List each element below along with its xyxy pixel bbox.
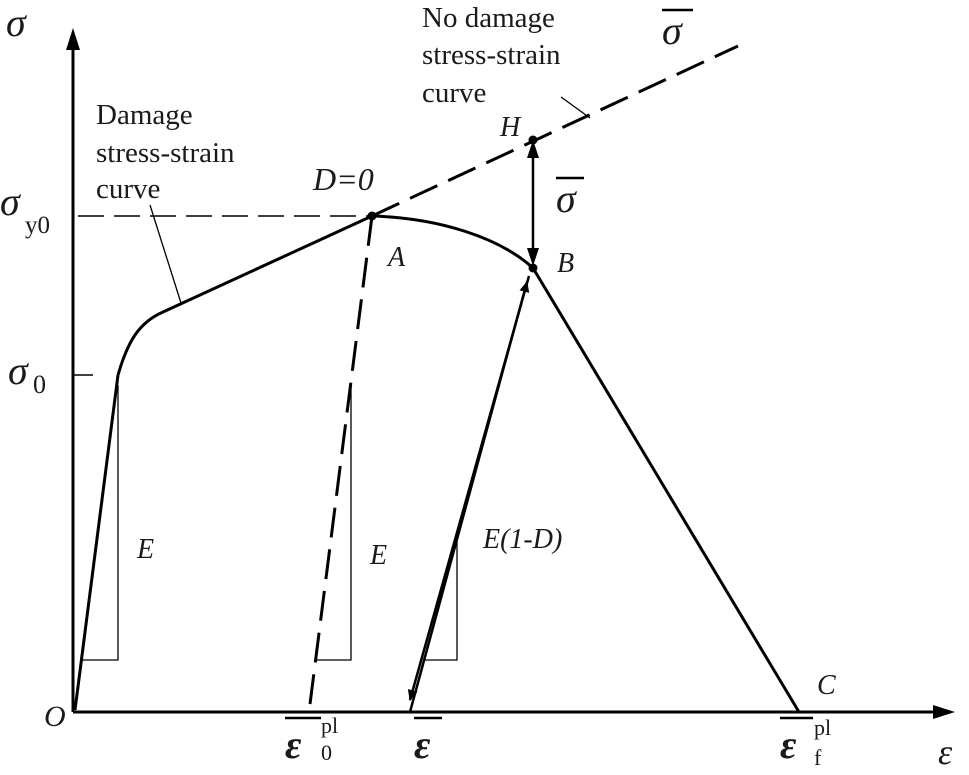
point-B-label: B bbox=[557, 248, 574, 279]
sigma-bar-top-label: σ bbox=[662, 8, 683, 53]
slope-label-2: E bbox=[369, 540, 387, 571]
sigma-0-label: σ bbox=[8, 348, 29, 393]
elastic-unloading-line bbox=[307, 215, 374, 713]
damage-curve-label-line3: curve bbox=[96, 173, 160, 205]
effective-stress-arrow-bottom bbox=[527, 248, 539, 266]
softening-line bbox=[531, 267, 801, 713]
slope-label-1: E bbox=[136, 534, 154, 565]
damage-curve-label-line2: stress-strain bbox=[96, 137, 235, 169]
epsbar-label: ε bbox=[414, 722, 431, 767]
point-C-label: C bbox=[817, 670, 836, 701]
origin-label: O bbox=[44, 700, 66, 733]
no-damage-label-line1: No damage bbox=[422, 2, 555, 34]
point-H-label: H bbox=[499, 112, 522, 143]
point-B-dot bbox=[528, 263, 538, 273]
sigma-y0-label: σ bbox=[0, 179, 21, 224]
no-damage-curve-leader bbox=[560, 96, 591, 119]
point-H-dot bbox=[528, 135, 538, 145]
epsf-subscript: f bbox=[814, 745, 822, 770]
d-zero-label: D=0 bbox=[312, 161, 374, 197]
point-A-label: A bbox=[386, 242, 406, 273]
slope-triangle-1 bbox=[82, 385, 119, 661]
damage-curve-label-line1: Damage bbox=[96, 99, 193, 131]
eps0-subscript: 0 bbox=[321, 740, 332, 765]
epsf-superscript: pl bbox=[814, 715, 831, 740]
eps0-superscript: pl bbox=[321, 713, 338, 738]
damage-curve-A-to-B bbox=[371, 214, 535, 270]
slope-triangle-3 bbox=[424, 538, 458, 661]
sigma-y0-subscript: y0 bbox=[25, 212, 50, 239]
sigma-bar-mid-label: σ bbox=[556, 176, 577, 221]
effective-stress-arrow-top bbox=[527, 140, 539, 158]
no-damage-label-line2: stress-strain bbox=[422, 39, 561, 71]
slope-triangle-2 bbox=[316, 385, 352, 661]
x-axis-label: ε bbox=[938, 732, 953, 772]
x-axis-arrowhead bbox=[933, 705, 955, 719]
damage-curve-leader bbox=[149, 204, 182, 304]
point-A-dot bbox=[367, 211, 377, 221]
linear-hardening-line bbox=[162, 214, 373, 314]
no-damage-line bbox=[371, 44, 739, 218]
slope-label-3: E(1-D) bbox=[482, 524, 562, 555]
elastic-loading-line bbox=[73, 374, 120, 711]
no-damage-label-line3: curve bbox=[422, 77, 486, 109]
y-axis-arrowhead bbox=[66, 28, 80, 50]
sigma-0-subscript: 0 bbox=[33, 370, 46, 399]
epsf-label: ε bbox=[780, 722, 797, 767]
damaged-reloading-arrow bbox=[408, 281, 530, 713]
eps0-label: ε bbox=[285, 722, 302, 767]
y-axis-label: σ bbox=[6, 0, 27, 45]
hardening-curve bbox=[116, 310, 164, 376]
